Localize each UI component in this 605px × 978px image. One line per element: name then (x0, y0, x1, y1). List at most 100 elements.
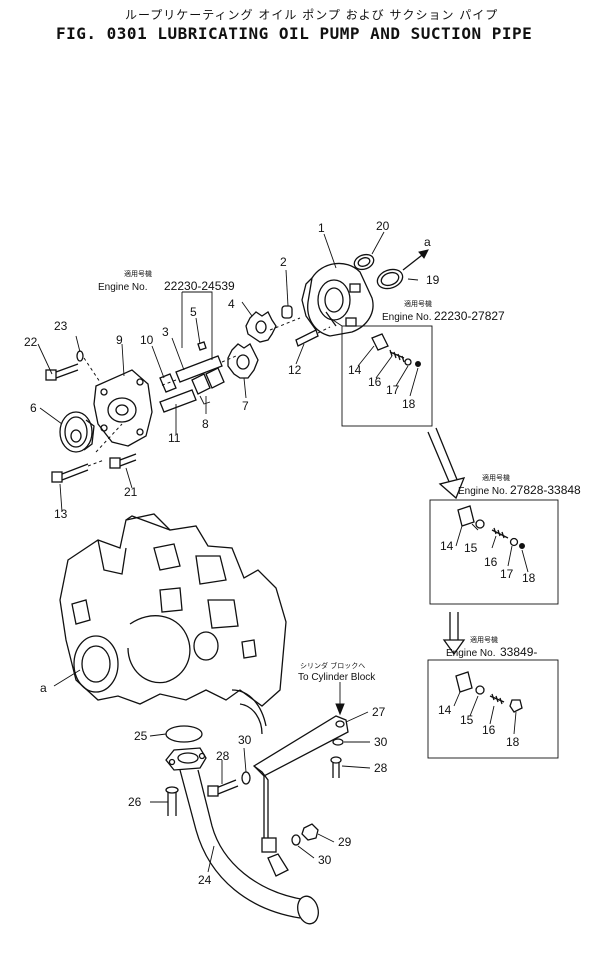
callout-28-right: 28 (374, 761, 388, 775)
svg-text:To Cylinder Block: To Cylinder Block (298, 672, 376, 683)
engine-label-27827: 適用号機 Engine No. 22230-27827 (382, 299, 505, 323)
callout-4: 4 (228, 297, 235, 311)
bushing (281, 305, 293, 319)
callout-numbers: 1 2 3 4 5 6 7 8 9 10 11 12 13 14 16 17 1… (24, 219, 536, 887)
callout-23: 23 (54, 319, 68, 333)
callout-27: 27 (372, 705, 386, 719)
washer-23 (76, 350, 84, 362)
engine-label-33848: 適用号機 Engine No. 27828-33848 (458, 473, 581, 497)
idler-shaft (159, 389, 197, 413)
svg-text:22230-24539: 22230-24539 (164, 279, 235, 293)
pump-drive-gear (59, 411, 95, 453)
pin (197, 341, 207, 351)
svg-text:Engine No.: Engine No. (458, 486, 507, 497)
svg-text:27828-33848: 27828-33848 (510, 483, 581, 497)
callout-10: 10 (140, 333, 154, 347)
callout-24: 24 (198, 873, 212, 887)
bolt-28-right (330, 756, 342, 778)
callout-29: 29 (338, 835, 352, 849)
svg-text:適用号機: 適用号機 (482, 473, 510, 482)
callout-30-left: 30 (238, 733, 252, 747)
bolt-26 (165, 786, 179, 816)
callout-15-mid: 15 (464, 541, 478, 555)
callout-11: 11 (168, 431, 181, 445)
callout-18: 18 (402, 397, 416, 411)
callout-22: 22 (24, 335, 38, 349)
washer-30-left (241, 771, 251, 785)
ref-letter-a-block: a (40, 681, 47, 695)
title-japanese: ループリケーティング オイル ポンプ および サクション パイプ (125, 8, 499, 22)
callout-14-late: 14 (438, 703, 452, 717)
bolt-21 (109, 453, 137, 469)
svg-text:適用号機: 適用号機 (470, 635, 498, 644)
suction-o-ring (165, 725, 203, 743)
drive-gear (245, 311, 277, 343)
cylinder-block-note: シリンダ ブロックへ To Cylinder Block (298, 661, 376, 683)
engine-label-33849: 適用号機 Engine No. 33849- (446, 635, 537, 659)
cylinder-block (59, 513, 287, 735)
callout-17: 17 (386, 383, 400, 397)
callout-3: 3 (162, 325, 169, 339)
callout-18-late: 18 (506, 735, 520, 749)
drive-shaft (175, 355, 223, 383)
callout-7: 7 (242, 399, 249, 413)
svg-text:22230-27827: 22230-27827 (434, 309, 505, 323)
pump-cover (93, 369, 153, 447)
callout-25: 25 (134, 729, 148, 743)
callout-16: 16 (368, 375, 382, 389)
washer-30-bottom (291, 834, 301, 846)
callout-30-bottom: 30 (318, 853, 332, 867)
callout-18-mid: 18 (522, 571, 536, 585)
gasket (376, 268, 404, 290)
svg-text:適用号機: 適用号機 (124, 269, 152, 278)
bushing-8 (191, 373, 211, 395)
relief-valve-box-early (329, 317, 433, 427)
callout-5: 5 (190, 305, 197, 319)
o-ring (353, 253, 375, 271)
callout-14-mid: 14 (440, 539, 454, 553)
callout-16-late: 16 (482, 723, 496, 737)
callout-26: 26 (128, 795, 142, 809)
callout-2: 2 (280, 255, 287, 269)
callout-16-mid: 16 (484, 555, 498, 569)
callout-17-mid: 17 (500, 567, 514, 581)
bolt-22 (45, 363, 79, 381)
callout-12: 12 (288, 363, 302, 377)
pump-body (301, 262, 374, 337)
relief-valve-box-late (427, 659, 559, 759)
callout-15-late: 15 (460, 713, 474, 727)
engine-label-24539: 適用号機 Engine No. 22230-24539 (98, 269, 235, 293)
callout-9: 9 (116, 333, 123, 347)
relief-valve-box-mid (429, 499, 559, 605)
callout-19: 19 (426, 273, 440, 287)
svg-text:Engine No.: Engine No. (446, 648, 495, 659)
driven-shaft (295, 329, 319, 347)
callout-28-left: 28 (216, 749, 230, 763)
washer-30-right (332, 738, 344, 746)
pipe-bracket (252, 715, 349, 853)
svg-text:33849-: 33849- (500, 645, 537, 659)
svg-text:シリンダ ブロックへ: シリンダ ブロックへ (300, 661, 365, 670)
driven-gear (227, 343, 259, 379)
callout-14: 14 (348, 363, 362, 377)
figure-title: FIG. 0301 LUBRICATING OIL PUMP AND SUCTI… (56, 24, 533, 43)
callout-1: 1 (318, 221, 325, 235)
callout-30-right: 30 (374, 735, 388, 749)
arrow-to-mid-box (427, 427, 459, 485)
suction-pipe (165, 747, 319, 925)
svg-text:Engine No.: Engine No. (382, 312, 431, 323)
bolt-28-left (207, 779, 239, 797)
callout-8: 8 (202, 417, 209, 431)
leader-lines (37, 231, 529, 873)
ref-letter-a-top: a (424, 235, 431, 249)
svg-text:適用号機: 適用号機 (404, 299, 432, 308)
arrow-to-late-box (449, 612, 459, 640)
svg-text:Engine No.: Engine No. (98, 282, 147, 293)
bolt-13 (51, 463, 89, 483)
callout-13: 13 (54, 507, 68, 521)
callout-6: 6 (30, 401, 37, 415)
callout-21: 21 (124, 485, 138, 499)
callout-20: 20 (376, 219, 390, 233)
